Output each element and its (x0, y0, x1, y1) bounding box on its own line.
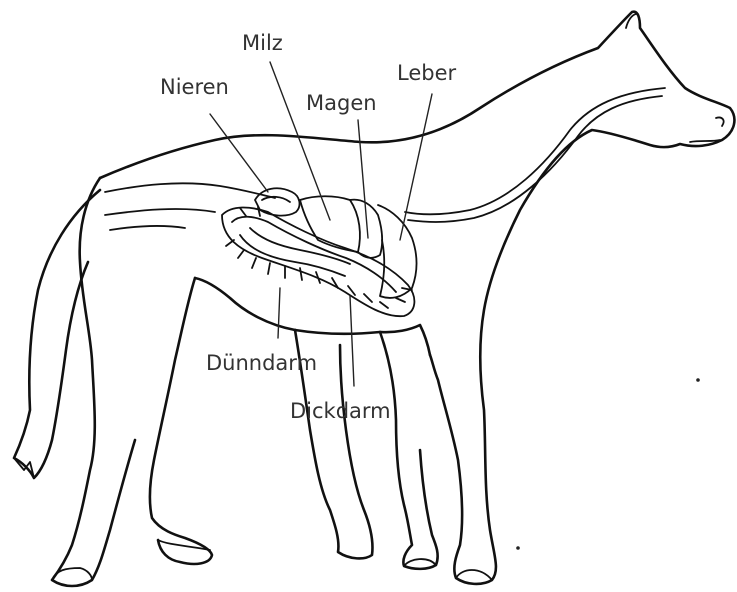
label-milz: Milz (242, 31, 283, 55)
labels: Milz Nieren Magen Leber Dünndarm Dickdar… (160, 31, 457, 423)
liver-shape (378, 205, 417, 298)
leader-milz (270, 62, 330, 220)
horse-hoof-4 (456, 570, 492, 580)
label-magen: Magen (306, 91, 377, 115)
horse-tail (14, 190, 100, 478)
horse-nostril (716, 117, 724, 126)
ink-speck (516, 546, 520, 550)
esophagus (405, 88, 665, 222)
body-cavity (105, 183, 275, 230)
horse-front-leg-left (380, 332, 438, 569)
large-intestine-shape (222, 207, 414, 316)
leader-leber (400, 94, 432, 240)
horse-hind-leg-back (52, 178, 135, 586)
horse-hind-leg-front (150, 278, 212, 564)
organs (222, 188, 417, 316)
label-nieren: Nieren (160, 75, 229, 99)
label-duenndarm: Dünndarm (206, 351, 317, 375)
label-dickdarm: Dickdarm (290, 399, 391, 423)
kidney-shape (255, 188, 299, 215)
leader-nieren (210, 114, 268, 192)
label-leber: Leber (397, 61, 457, 85)
leader-duenndarm (278, 288, 280, 338)
horse-hoof-3 (404, 559, 436, 566)
ink-speck (696, 378, 700, 382)
leader-dickdarm (350, 296, 354, 386)
leader-magen (358, 120, 368, 238)
